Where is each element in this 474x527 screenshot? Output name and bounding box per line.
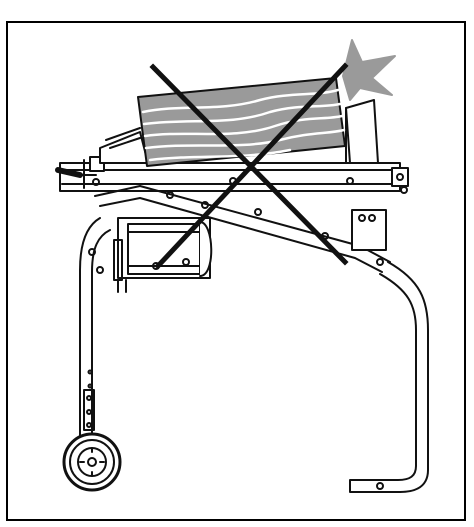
impact-burst-icon <box>342 39 396 101</box>
lever-handle <box>55 167 100 186</box>
left-leg <box>79 217 111 441</box>
prohibition-cross-icon <box>149 62 349 270</box>
splitting-wedge <box>345 99 379 164</box>
log <box>137 77 346 167</box>
electric-motor <box>113 217 213 293</box>
splitter-frame <box>94 185 391 273</box>
right-leg <box>349 261 429 493</box>
wheel-icon <box>62 432 122 492</box>
